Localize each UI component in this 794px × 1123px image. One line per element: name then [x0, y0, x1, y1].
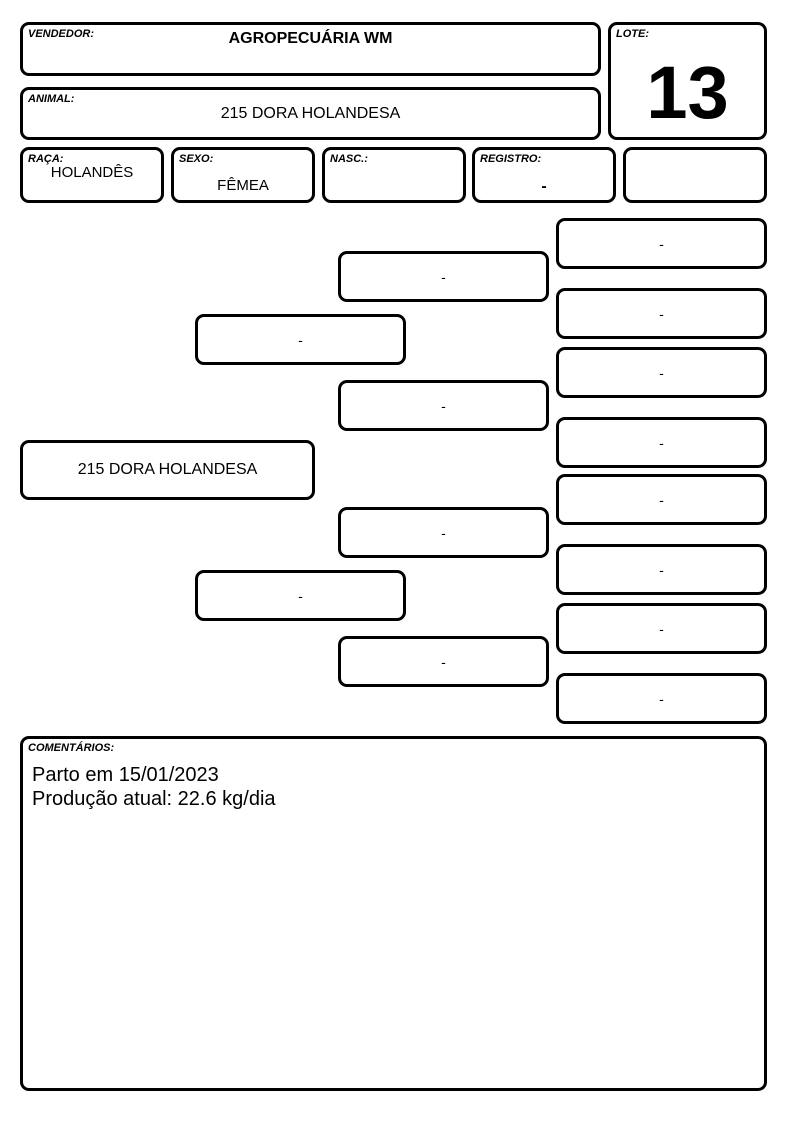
pedigree-ggp: -	[556, 603, 767, 654]
vendor-box: VENDEDOR: AGROPECUÁRIA WM	[20, 22, 601, 76]
pedigree-ggp: -	[556, 417, 767, 468]
pedigree-ggp: -	[556, 673, 767, 724]
pedigree-ggp: -	[556, 288, 767, 339]
vendor-value: AGROPECUÁRIA WM	[228, 30, 393, 47]
sex-label: SEXO:	[179, 153, 214, 165]
birth-label: NASC.:	[330, 153, 368, 165]
pedigree-maternal-grandsire: -	[338, 507, 549, 558]
pedigree-ggp: -	[556, 474, 767, 525]
sex-value: FÊMEA	[217, 177, 269, 194]
lot-number: 13	[646, 51, 729, 134]
animal-value: 215 DORA HOLANDESA	[220, 105, 401, 122]
animal-box: ANIMAL: 215 DORA HOLANDESA	[20, 87, 601, 140]
lot-label: LOTE:	[616, 28, 649, 40]
pedigree-sire: -	[195, 314, 406, 365]
pedigree-paternal-grandsire: -	[338, 251, 549, 302]
comments-line-2: Produção atual: 22.6 kg/dia	[32, 788, 276, 810]
birth-box: NASC.:	[322, 147, 466, 203]
lot-box: LOTE: 13	[608, 22, 767, 140]
extra-box	[623, 147, 767, 203]
comments-box: COMENTÁRIOS: Parto em 15/01/2023 Produçã…	[20, 736, 767, 1091]
registry-label: REGISTRO:	[480, 153, 542, 165]
sex-box: SEXO: FÊMEA	[171, 147, 315, 203]
pedigree-maternal-granddam: -	[338, 636, 549, 687]
pedigree-subject: 215 DORA HOLANDESA	[20, 440, 315, 500]
pedigree-ggp: -	[556, 347, 767, 398]
pedigree-dam: -	[195, 570, 406, 621]
registry-value: -	[541, 178, 547, 195]
comments-label: COMENTÁRIOS:	[28, 742, 115, 754]
pedigree-ggp: -	[556, 218, 767, 269]
animal-label: ANIMAL:	[28, 93, 75, 105]
pedigree-ggp: -	[556, 544, 767, 595]
breed-label: RAÇA:	[28, 153, 64, 165]
registry-box: REGISTRO: -	[472, 147, 616, 203]
pedigree-paternal-granddam: -	[338, 380, 549, 431]
breed-box: RAÇA: HOLANDÊS	[20, 147, 164, 203]
breed-value: HOLANDÊS	[50, 164, 134, 181]
vendor-label: VENDEDOR:	[28, 28, 95, 40]
comments-line-1: Parto em 15/01/2023	[32, 764, 219, 786]
